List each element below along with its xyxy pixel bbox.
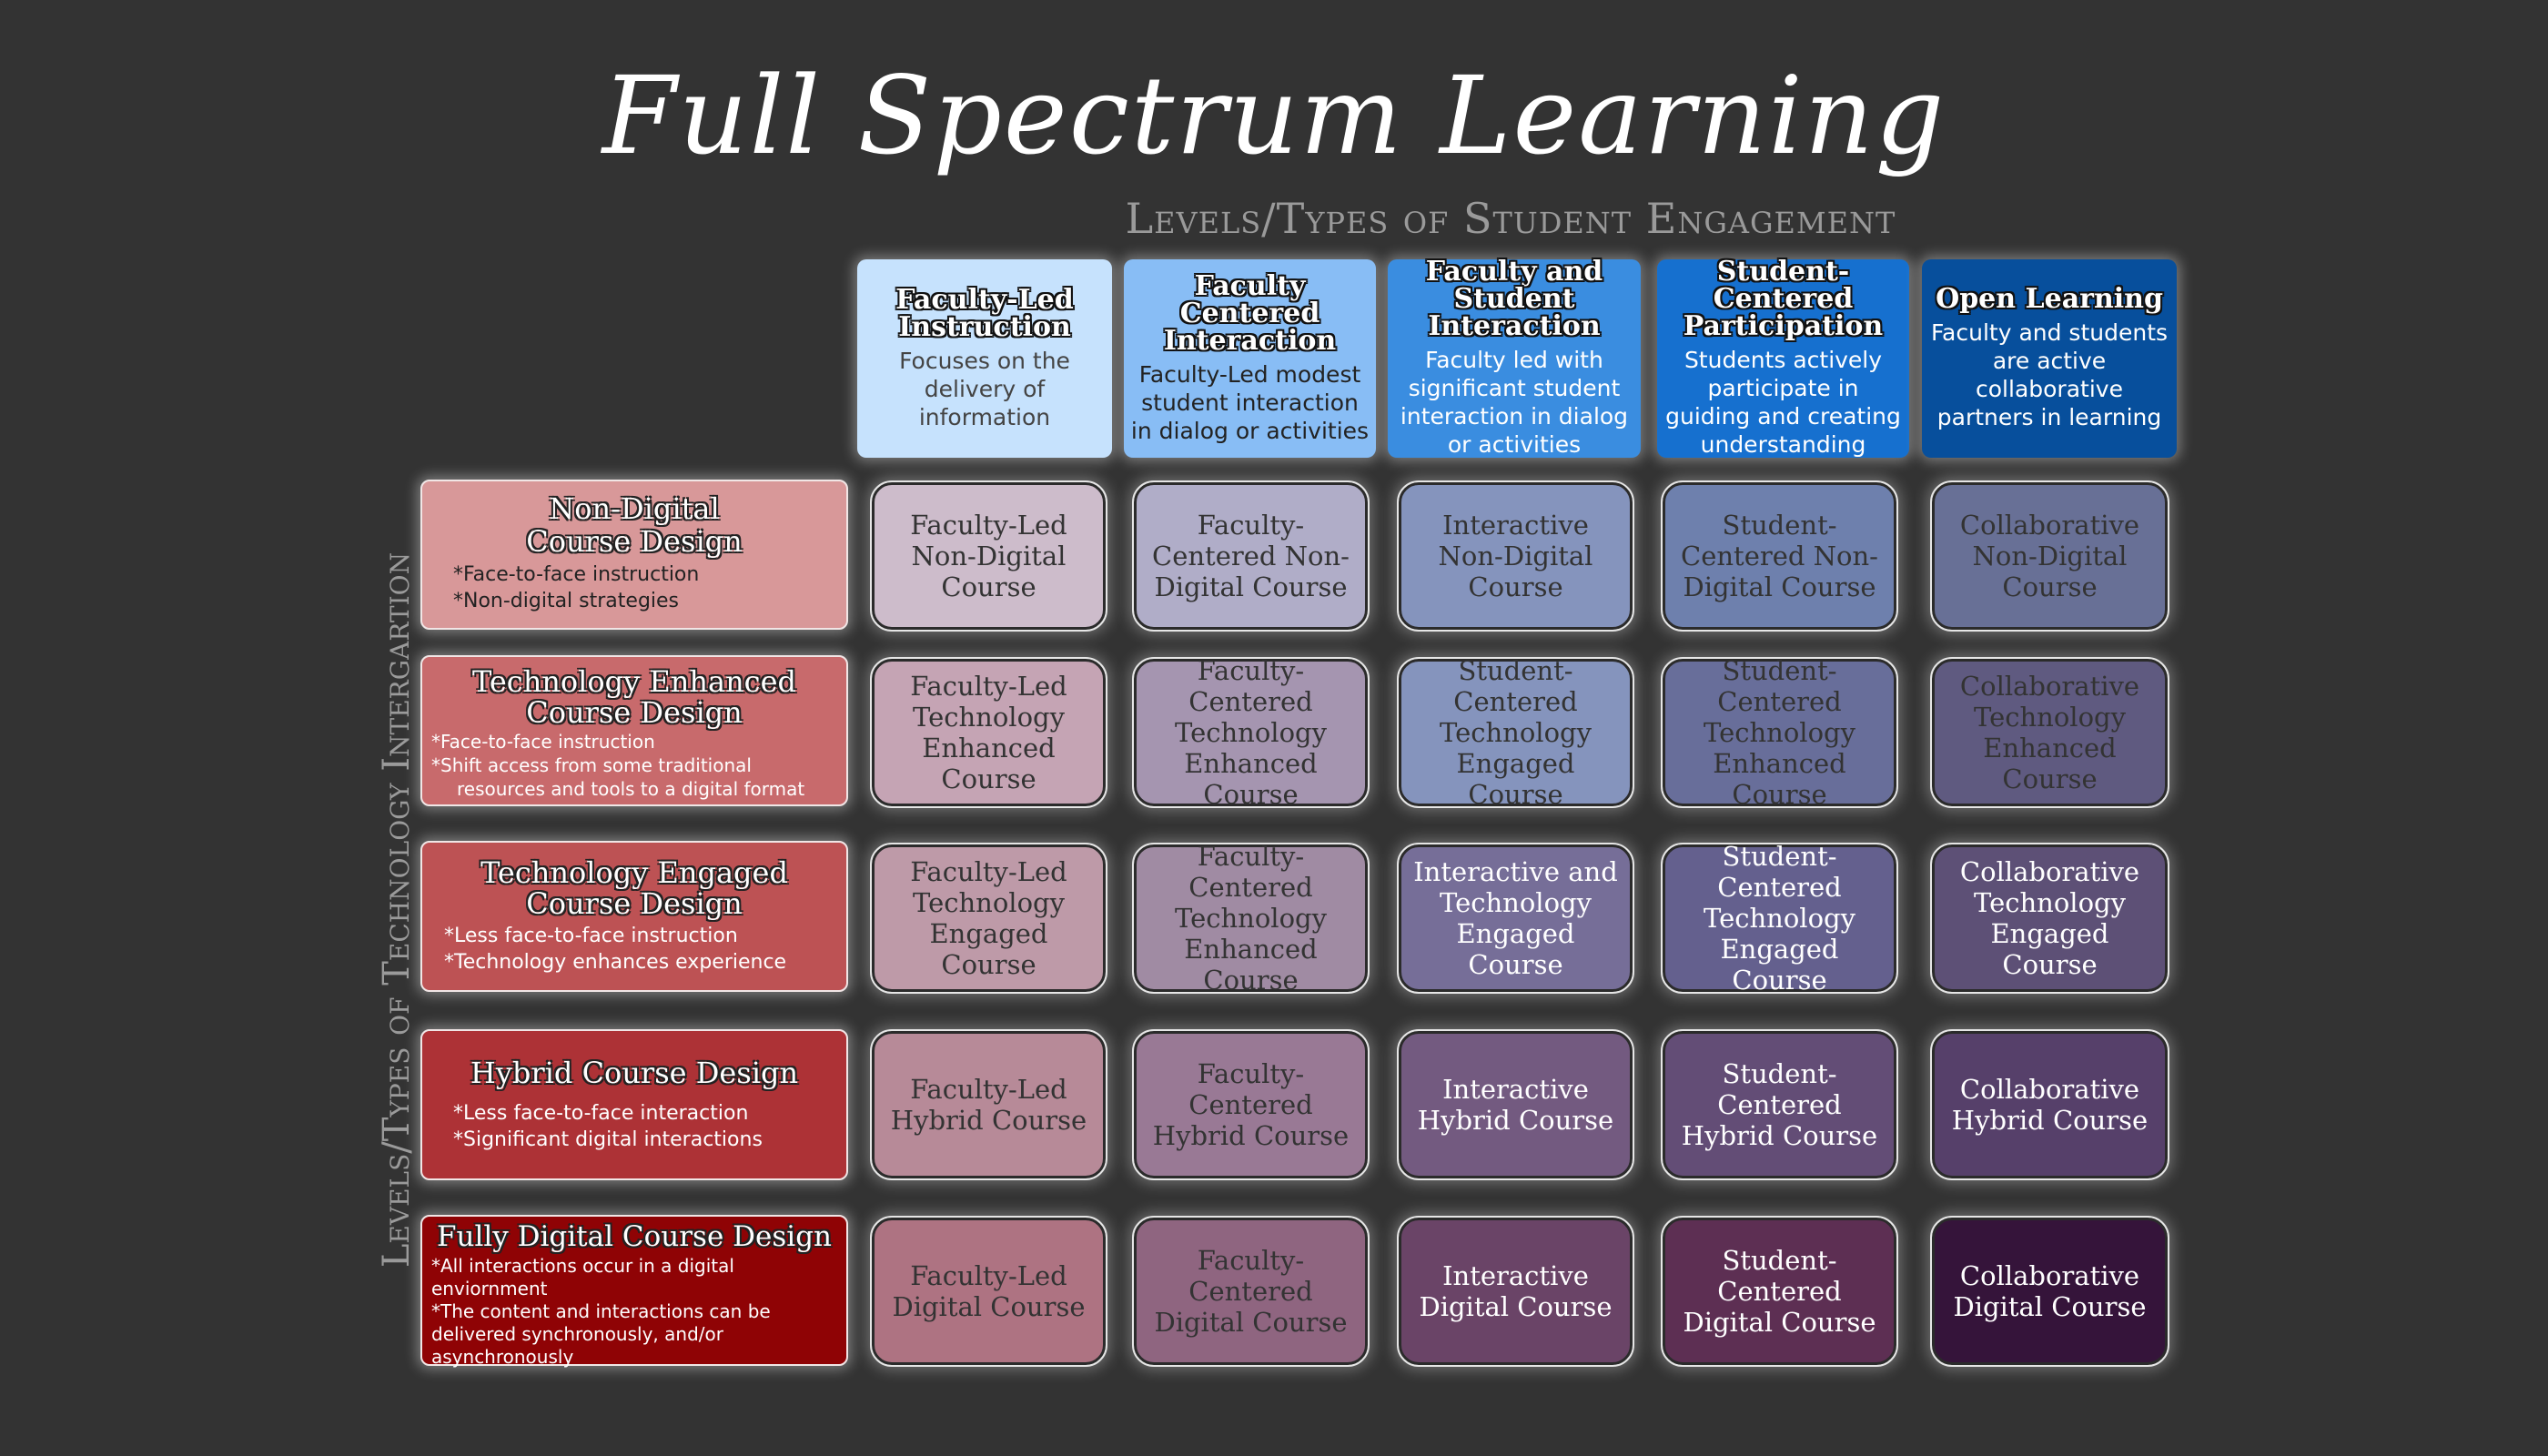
- grid-cell-label: Student-Centered Non-Digital Course: [1681, 510, 1878, 602]
- row-header-fully-digital: Fully Digital Course Design *All interac…: [420, 1215, 848, 1368]
- grid-cell: Interactive Digital Course: [1397, 1216, 1634, 1367]
- grid-cell-label: Faculty-Centered Hybrid Course: [1152, 1058, 1350, 1151]
- row-header-bullet: *The content and interactions can be del…: [431, 1300, 771, 1368]
- grid-cell-label: Faculty-Led Hybrid Course: [890, 1074, 1087, 1136]
- column-header-description: Students actively participate in guiding…: [1665, 347, 1901, 458]
- row-header-bullet: *Less face-to-face interaction: [453, 1102, 749, 1125]
- column-header-title: Faculty and Student Interaction: [1425, 256, 1603, 342]
- column-header-title: Faculty-Led Instruction: [895, 283, 1074, 343]
- column-header-faculty-centered: Faculty Centered Interaction Faculty-Led…: [1124, 259, 1376, 458]
- row-header-technology-engaged: Technology Engaged Course Design *Less f…: [420, 841, 848, 992]
- grid-cell: Interactive Non-Digital Course: [1397, 480, 1634, 632]
- row-header-bullet: *Less face-to-face instruction: [444, 925, 738, 947]
- grid-cell: Faculty-Led Technology Enhanced Course: [870, 657, 1107, 808]
- row-axis-label: Levels/Types of Technology Intergartion: [376, 551, 418, 1269]
- grid-cell-label: Faculty-Centered Non-Digital Course: [1152, 510, 1350, 602]
- grid-cell: Student-Centered Technology Enhanced Cou…: [1661, 655, 1898, 810]
- column-header-description: Faculty and students are active collabor…: [1930, 319, 2169, 430]
- grid-cell: Collaborative Technology Enhanced Course: [1930, 657, 2169, 808]
- column-header-open-learning: Open Learning Faculty and students are a…: [1922, 259, 2177, 458]
- grid-cell: Interactive and Technology Engaged Cours…: [1397, 843, 1634, 994]
- column-header-title: Faculty Centered Interaction: [1163, 269, 1337, 357]
- column-header-faculty-led: Faculty-Led Instruction Focuses on the d…: [857, 259, 1112, 458]
- row-header-non-digital: Non-Digital Course Design *Face-to-face …: [420, 480, 848, 630]
- grid-cell: Collaborative Digital Course: [1930, 1216, 2169, 1367]
- row-header-bullet: *Technology enhances experience: [444, 951, 787, 974]
- grid-cell: Student-Centered Digital Course: [1661, 1216, 1898, 1367]
- grid-cell: Student-Centered Technology Engaged Cour…: [1397, 655, 1634, 810]
- grid-cell: Faculty-Led Digital Course: [870, 1216, 1107, 1367]
- column-header-title: Student-Centered Participation: [1683, 256, 1884, 342]
- grid-cell: Faculty-Centered Technology Enhanced Cou…: [1132, 655, 1370, 810]
- grid-cell: Collaborative Technology Engaged Course: [1930, 843, 2169, 994]
- row-header-title: Fully Digital Course Design: [436, 1220, 832, 1253]
- grid-cell: Interactive Hybrid Course: [1397, 1029, 1634, 1180]
- grid-cell-label: Interactive and Technology Engaged Cours…: [1413, 856, 1618, 980]
- row-header-bullet: *Shift access from some traditional reso…: [431, 754, 805, 800]
- column-header-description: Faculty-Led modest student interaction i…: [1130, 360, 1370, 444]
- grid-cell-label: Collaborative Hybrid Course: [1951, 1074, 2149, 1136]
- grid-cell-label: Interactive Digital Course: [1419, 1260, 1613, 1322]
- grid-cell: Student-Centered Hybrid Course: [1661, 1029, 1898, 1180]
- grid-cell-label: Student-Centered Technology Engaged Cour…: [1440, 655, 1592, 810]
- grid-cell-label: Interactive Hybrid Course: [1417, 1074, 1614, 1136]
- row-header-bullet: *Non-digital strategies: [453, 590, 680, 612]
- grid-cell: Student-Centered Technology Engaged Cour…: [1661, 841, 1898, 996]
- grid-cell-label: Interactive Non-Digital Course: [1438, 510, 1593, 602]
- row-header-title: Technology Engaged Course Design: [480, 855, 788, 921]
- grid-cell-label: Student-Centered Technology Enhanced Cou…: [1704, 655, 1855, 810]
- row-header-title: Hybrid Course Design: [470, 1056, 799, 1090]
- grid-cell-label: Faculty-Centered Technology Enhanced Cou…: [1175, 841, 1327, 996]
- grid-cell: Faculty-Led Technology Engaged Course: [870, 843, 1107, 994]
- grid-cell: Student-Centered Non-Digital Course: [1661, 480, 1898, 632]
- grid-cell: Faculty-Led Non-Digital Course: [870, 480, 1107, 632]
- column-header-faculty-student: Faculty and Student Interaction Faculty …: [1388, 256, 1641, 458]
- grid-cell-label: Faculty-Led Non-Digital Course: [910, 510, 1067, 602]
- grid-cell-label: Collaborative Digital Course: [1953, 1260, 2147, 1322]
- page-title: Full Spectrum Learning: [602, 53, 1946, 178]
- row-header-title: Technology Enhanced Course Design: [471, 664, 797, 730]
- row-header-bullet: *All interactions occur in a digital env…: [431, 1255, 734, 1299]
- row-header-bullet: *Significant digital interactions: [453, 1128, 763, 1151]
- row-header-title: Non-Digital Course Design: [526, 491, 743, 559]
- grid-cell: Faculty-Led Hybrid Course: [870, 1029, 1107, 1180]
- row-header-hybrid: Hybrid Course Design *Less face-to-face …: [420, 1029, 848, 1180]
- grid-cell-label: Faculty-Centered Digital Course: [1154, 1245, 1348, 1338]
- grid-cell-label: Collaborative Non-Digital Course: [1959, 510, 2140, 602]
- grid-cell: Collaborative Non-Digital Course: [1930, 480, 2169, 632]
- grid-cell: Faculty-Centered Hybrid Course: [1132, 1029, 1370, 1180]
- grid-cell-label: Collaborative Technology Engaged Course: [1959, 856, 2140, 980]
- grid-cell: Faculty-Centered Technology Enhanced Cou…: [1132, 841, 1370, 996]
- grid-cell: Faculty-Centered Non-Digital Course: [1132, 480, 1370, 632]
- grid-cell: Faculty-Centered Digital Course: [1132, 1216, 1370, 1367]
- column-header-description: Focuses on the delivery of information: [899, 347, 1070, 430]
- grid-cell-label: Faculty-Centered Technology Enhanced Cou…: [1175, 655, 1327, 810]
- column-header-description: Faculty led with significant student int…: [1400, 347, 1629, 458]
- grid-cell-label: Faculty-Led Technology Enhanced Course: [910, 671, 1067, 794]
- row-header-bullet: *Face-to-face instruction: [431, 731, 655, 753]
- grid-cell-label: Collaborative Technology Enhanced Course: [1959, 671, 2140, 794]
- column-axis-label: Levels/Types of Student Engagement: [1125, 194, 1896, 243]
- row-header-technology-enhanced: Technology Enhanced Course Design *Face-…: [420, 655, 848, 806]
- grid-cell-label: Faculty-Led Technology Engaged Course: [910, 856, 1067, 980]
- grid-cell: Collaborative Hybrid Course: [1930, 1029, 2169, 1180]
- grid-cell-label: Student-Centered Digital Course: [1683, 1245, 1876, 1338]
- column-header-title: Open Learning: [1936, 283, 2163, 315]
- row-header-bullet: *Face-to-face instruction: [453, 563, 700, 586]
- grid-cell-label: Student-Centered Technology Engaged Cour…: [1704, 841, 1855, 996]
- column-header-student-centered: Student-Centered Participation Students …: [1657, 256, 1909, 458]
- grid-cell-label: Faculty-Led Digital Course: [892, 1260, 1086, 1322]
- grid-cell-label: Student-Centered Hybrid Course: [1681, 1058, 1878, 1151]
